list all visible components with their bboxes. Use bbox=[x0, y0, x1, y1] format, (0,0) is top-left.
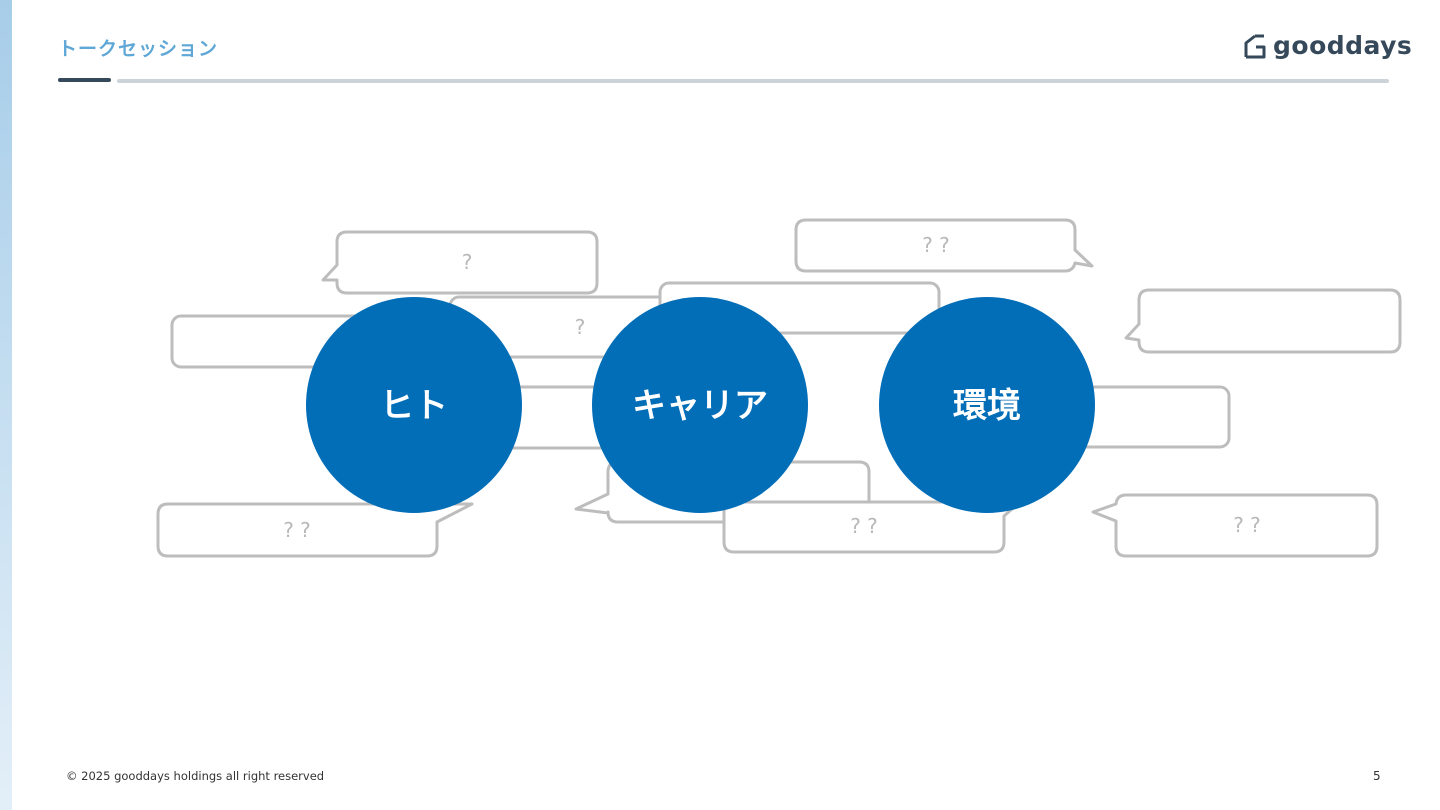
topic-circle-people: ヒト bbox=[306, 297, 522, 513]
logo: gooddays bbox=[1243, 31, 1412, 60]
side-accent-bar bbox=[0, 0, 12, 810]
speech-bubble: ? ? bbox=[722, 500, 1022, 554]
copyright: © 2025 gooddays holdings all right reser… bbox=[66, 769, 325, 783]
circle-label: ヒト bbox=[380, 386, 448, 426]
bubble-text: ? ? bbox=[850, 514, 878, 538]
logo-text: gooddays bbox=[1273, 31, 1413, 60]
progress-rule bbox=[117, 79, 1389, 83]
progress-rule-active bbox=[58, 78, 111, 82]
bubble-text: ? ? bbox=[1233, 513, 1261, 537]
topic-circle-career: キャリア bbox=[592, 297, 808, 513]
circle-label: キャリア bbox=[632, 386, 768, 426]
house-logo-icon bbox=[1244, 34, 1266, 58]
page-title: トークセッション bbox=[58, 38, 219, 60]
bubble-text: ? ? bbox=[283, 518, 311, 542]
topic-circle-environment: 環境 bbox=[879, 297, 1095, 513]
speech-bubble bbox=[1124, 288, 1402, 354]
speech-bubble: ? ? bbox=[156, 502, 474, 558]
bubble-text: ? ? bbox=[922, 233, 950, 257]
speech-bubble: ? bbox=[321, 230, 599, 295]
bubble-text: ? bbox=[462, 250, 473, 274]
speech-bubble: ? ? bbox=[794, 218, 1094, 273]
circle-label: 環境 bbox=[953, 386, 1021, 426]
page-number: 5 bbox=[1373, 769, 1381, 783]
speech-bubble: ? ? bbox=[1091, 493, 1379, 558]
bubble-text: ? bbox=[575, 315, 586, 339]
